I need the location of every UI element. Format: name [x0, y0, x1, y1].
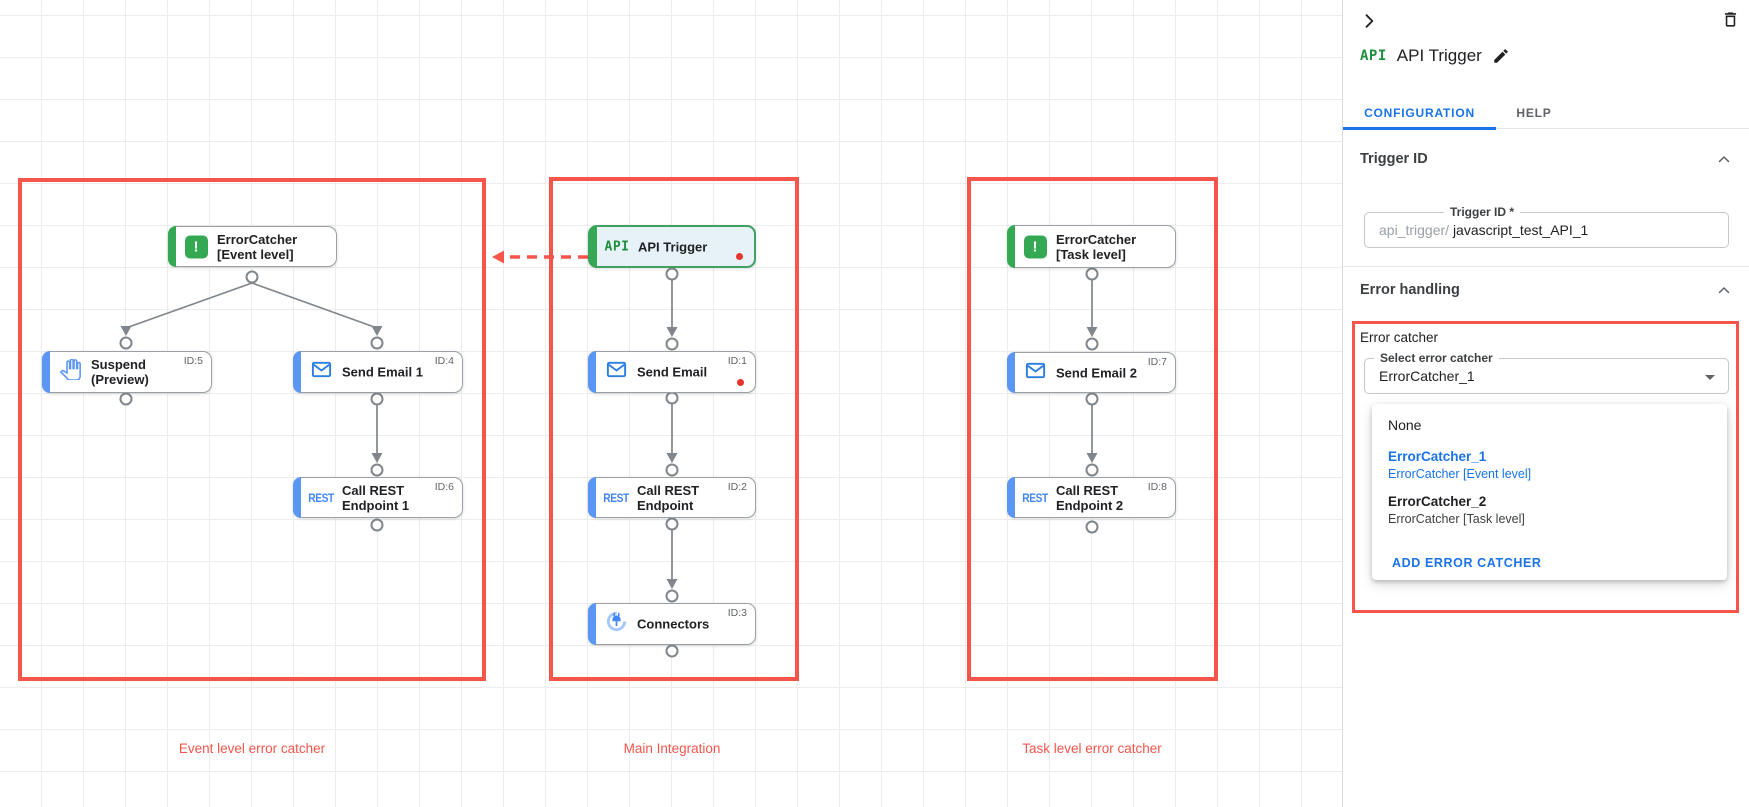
node-label: Connectors: [637, 616, 710, 632]
node-send-email-1[interactable]: Send Email 1 ID:4: [293, 351, 463, 393]
collapse-trigger-id-icon[interactable]: [1715, 151, 1733, 169]
workflow-canvas[interactable]: ! ErrorCatcher[Event level] Suspend(Previe…: [0, 0, 1342, 807]
option-subtitle: ErrorCatcher [Event level]: [1388, 467, 1532, 481]
trigger-id-value: javascript_test_API_1: [1452, 222, 1589, 238]
node-accent-bar: [588, 477, 596, 518]
node-label: API Trigger: [638, 239, 708, 254]
email-icon: [307, 358, 335, 386]
edge-layer: [119, 250, 1099, 658]
email-icon: [1021, 359, 1049, 387]
error-catcher-label: Error catcher: [1360, 330, 1439, 345]
error-icon: !: [1021, 235, 1049, 258]
node-accent-bar: [42, 351, 50, 393]
event-level-group: [18, 178, 486, 681]
config-panel: API API Trigger CONFIGURATION HELP Trigg…: [1342, 0, 1749, 807]
node-id-badge: ID:8: [1147, 481, 1167, 493]
node-label: ErrorCatcher[Event level]: [217, 231, 298, 262]
option-none[interactable]: None: [1388, 417, 1422, 433]
edit-icon[interactable]: [1492, 47, 1510, 65]
collapse-panel-icon[interactable]: [1359, 11, 1379, 31]
node-accent-bar: [293, 351, 301, 393]
node-suspend[interactable]: Suspend(Preview) ID:5: [42, 351, 212, 393]
error-status-dot: [737, 379, 744, 386]
connector-icon: [602, 610, 630, 638]
collapse-error-handling-icon[interactable]: [1715, 282, 1733, 300]
api-trigger-icon: API: [1360, 48, 1387, 64]
option-errorcatcher-1[interactable]: ErrorCatcher_1 ErrorCatcher [Event level…: [1388, 449, 1727, 481]
node-send-email[interactable]: Send Email ID:1: [588, 351, 756, 393]
node-accent-bar: [1007, 352, 1015, 393]
node-label: ErrorCatcher[Task level]: [1056, 231, 1137, 262]
add-error-catcher-button[interactable]: ADD ERROR CATCHER: [1392, 556, 1542, 570]
node-errorcatcher-event[interactable]: ! ErrorCatcher[Event level]: [168, 226, 337, 267]
event-level-label: Event level error catcher: [178, 741, 326, 756]
divider: [1343, 266, 1749, 267]
main-integration-label: Main Integration: [623, 741, 721, 756]
panel-tabs: CONFIGURATION HELP: [1343, 96, 1749, 130]
dropdown-caret-icon: [1705, 375, 1715, 380]
node-connectors[interactable]: Connectors ID:3: [588, 603, 756, 645]
node-accent-bar: [1007, 225, 1015, 268]
trigger-id-field-label: Trigger ID *: [1444, 205, 1521, 219]
node-api-trigger[interactable]: API API Trigger: [588, 225, 756, 268]
error-handling-section-header: Error handling: [1360, 282, 1460, 298]
task-level-label: Task level error catcher: [1022, 741, 1162, 756]
node-id-badge: ID:6: [434, 481, 454, 493]
error-icon: !: [182, 235, 210, 258]
tab-configuration[interactable]: CONFIGURATION: [1343, 96, 1496, 130]
node-id-badge: ID:1: [727, 355, 747, 367]
error-catcher-highlight-box: [1352, 321, 1739, 613]
option-title: ErrorCatcher_1: [1388, 449, 1487, 464]
node-accent-bar: [168, 226, 176, 267]
error-status-dot: [736, 253, 743, 260]
tab-help[interactable]: HELP: [1516, 105, 1552, 120]
node-errorcatcher-task[interactable]: ! ErrorCatcher[Task level]: [1007, 225, 1176, 268]
node-accent-bar: [588, 351, 596, 393]
hand-icon: [56, 358, 84, 385]
delete-icon[interactable]: [1721, 10, 1741, 30]
select-error-catcher-value: ErrorCatcher_1: [1379, 368, 1475, 384]
node-accent-bar: [589, 226, 597, 267]
task-level-group: [967, 177, 1218, 681]
error-catcher-dropdown-menu: None ErrorCatcher_1 ErrorCatcher [Event …: [1372, 404, 1727, 580]
api-icon: API: [604, 239, 630, 254]
email-icon: [602, 358, 630, 386]
node-accent-bar: [588, 603, 596, 645]
node-id-badge: ID:4: [434, 355, 454, 367]
rest-icon: REST: [1022, 490, 1048, 505]
trigger-id-section-header: Trigger ID: [1360, 151, 1428, 167]
option-subtitle: ErrorCatcher [Task level]: [1388, 512, 1525, 526]
main-integration-group: [549, 177, 799, 681]
node-accent-bar: [293, 477, 301, 518]
option-errorcatcher-2[interactable]: ErrorCatcher_2 ErrorCatcher [Task level]: [1388, 494, 1727, 526]
node-label: Send Email 2: [1056, 365, 1137, 380]
rest-icon: REST: [308, 490, 334, 505]
select-error-catcher-label: Select error catcher: [1374, 351, 1499, 365]
node-send-email-2[interactable]: Send Email 2 ID:7: [1007, 352, 1176, 393]
panel-title: API Trigger: [1396, 46, 1482, 65]
select-error-catcher[interactable]: Select error catcher ErrorCatcher_1: [1364, 351, 1729, 394]
trigger-id-field[interactable]: Trigger ID * api_trigger/ javascript_tes…: [1364, 205, 1729, 248]
rest-icon: REST: [603, 490, 629, 505]
node-id-badge: ID:7: [1147, 356, 1167, 368]
node-label: Suspend(Preview): [91, 357, 149, 387]
node-id-badge: ID:3: [727, 607, 747, 619]
node-id-badge: ID:2: [727, 481, 747, 493]
node-id-badge: ID:5: [183, 355, 203, 367]
node-label: Send Email 1: [342, 364, 423, 380]
node-accent-bar: [1007, 477, 1015, 518]
trigger-id-prefix: api_trigger/: [1379, 222, 1450, 238]
node-label: Send Email: [637, 364, 708, 380]
option-title: ErrorCatcher_2: [1388, 494, 1487, 509]
